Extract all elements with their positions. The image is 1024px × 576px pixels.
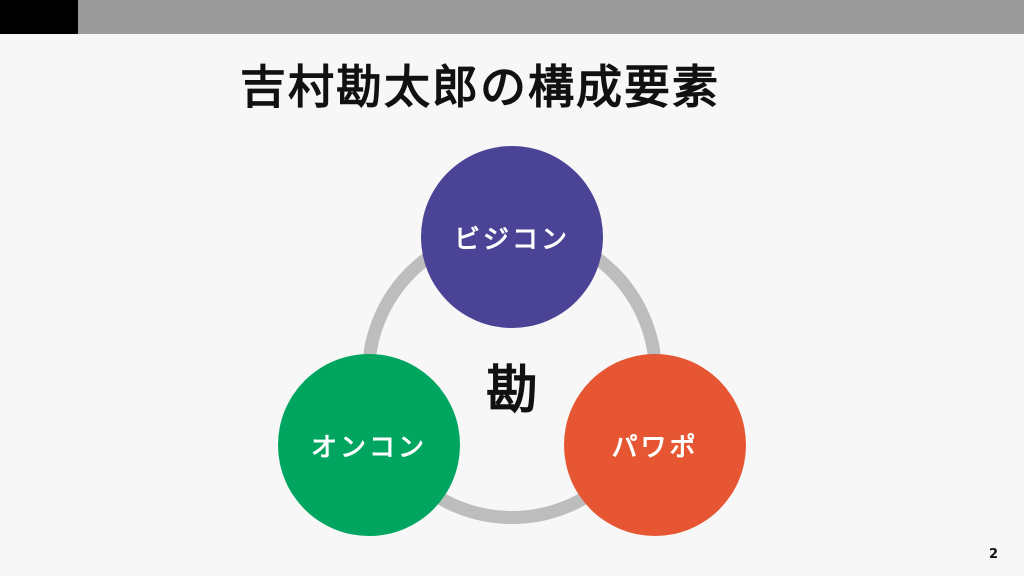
node-pawapo-label: パワポ [611,432,699,463]
top-bar-accent [0,0,78,34]
node-bizcon: ビジコン [421,146,603,328]
node-bizcon-label: ビジコン [453,224,570,255]
node-oncon-label: オンコン [310,432,427,463]
center-label: 勘 [485,361,538,421]
top-bar [0,0,1024,34]
node-pawapo: パワポ [564,354,746,536]
slide-title: 吉村勘太郎の構成要素 [240,60,720,114]
node-oncon: オンコン [278,354,460,536]
page-number: 2 [988,547,998,562]
